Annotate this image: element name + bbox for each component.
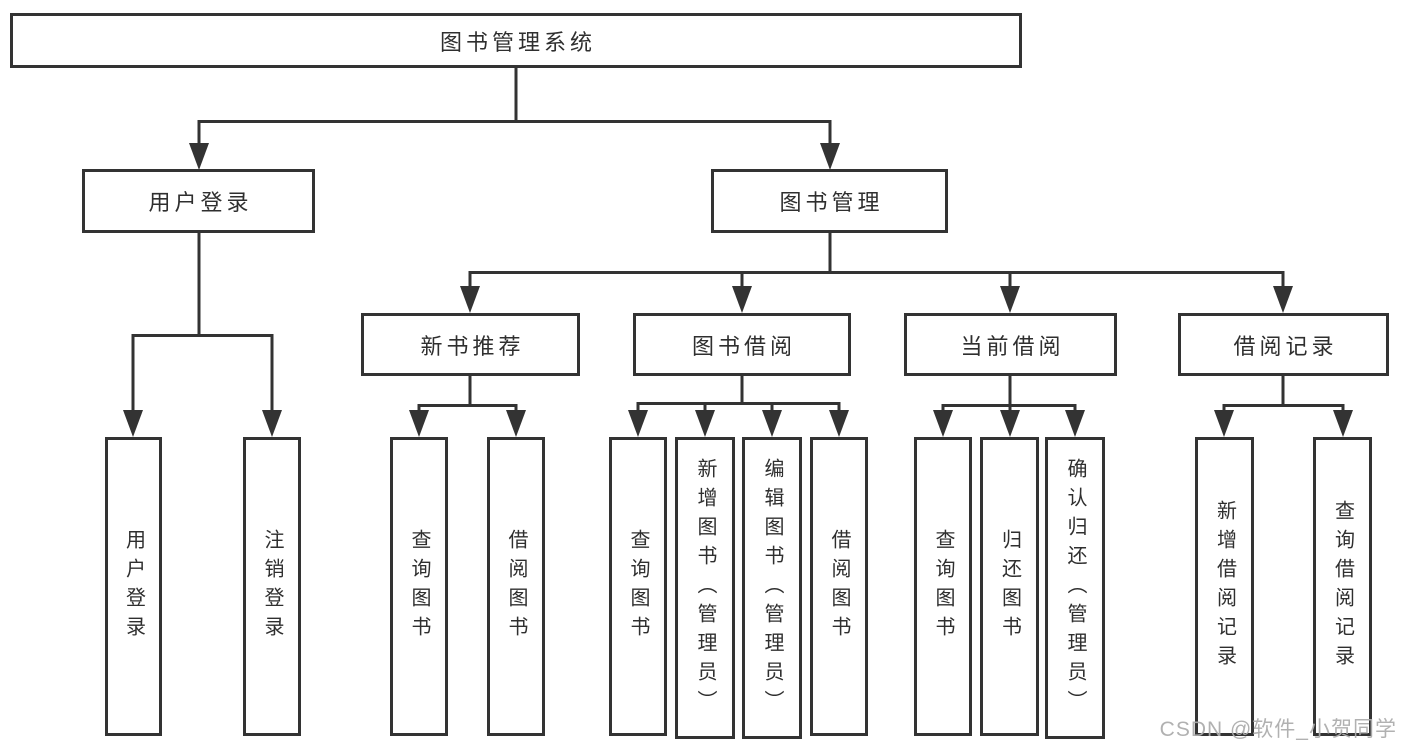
node-label: 用户登录 [148, 190, 253, 215]
node-label: 图书管理 [779, 190, 884, 215]
connector-current-borrowing-branch [941, 376, 1077, 414]
node-current-borrowing: 当前借阅 [904, 313, 1117, 376]
arrow-down-icon [1333, 410, 1353, 437]
node-library-management-system: 图书管理系统 [10, 13, 1022, 68]
leaf-query-books-current: 查询图书 [914, 437, 972, 736]
arrow-down-icon [1000, 410, 1020, 437]
arrow-down-icon [409, 410, 429, 437]
node-label: 新书推荐 [420, 333, 525, 359]
node-label: 用户登录 [122, 528, 145, 645]
leaf-confirm-return-admin: 确认归还（管理员） [1045, 437, 1105, 739]
leaf-borrow-books: 借阅图书 [810, 437, 868, 736]
node-label: 查询图书 [627, 528, 649, 645]
node-book-borrowing: 图书借阅 [633, 313, 851, 376]
connector-book-management-branch [468, 233, 1285, 290]
arrow-down-icon [506, 410, 526, 437]
arrow-down-icon [1000, 286, 1020, 313]
leaf-edit-books-admin: 编辑图书（管理员） [742, 437, 802, 739]
arrow-down-icon [1273, 286, 1293, 313]
leaf-query-borrow-record: 查询借阅记录 [1313, 437, 1372, 736]
node-label: 查询图书 [932, 528, 954, 645]
csdn-watermark: CSDN @软件_小贺同学 [1159, 718, 1397, 741]
node-borrow-records: 借阅记录 [1178, 313, 1389, 376]
arrow-down-icon [732, 286, 752, 313]
leaf-return-books: 归还图书 [980, 437, 1039, 736]
node-label: 确认归还（管理员） [1064, 457, 1086, 719]
node-label: 新增图书（管理员） [694, 457, 716, 719]
node-label: 查询借阅记录 [1331, 499, 1354, 674]
leaf-query-books-recommend: 查询图书 [390, 437, 448, 736]
node-user-login: 用户登录 [82, 169, 315, 233]
leaf-add-borrow-record: 新增借阅记录 [1195, 437, 1254, 736]
arrow-down-icon [628, 410, 648, 437]
leaf-logout: 注销登录 [243, 437, 301, 736]
node-label: 查询图书 [408, 528, 430, 645]
node-label: 图书借阅 [691, 333, 796, 359]
node-new-book-recommendation: 新书推荐 [361, 313, 580, 376]
connector-borrow-records-branch [1222, 376, 1345, 414]
node-label: 借阅图书 [505, 528, 527, 645]
node-label: 借阅记录 [1233, 333, 1338, 359]
node-label: 新增借阅记录 [1213, 499, 1236, 674]
node-label: 图书管理系统 [439, 29, 596, 55]
connector-new-book-branch [417, 376, 518, 414]
arrow-down-icon [762, 410, 782, 437]
connector-user-login-branch [131, 233, 274, 414]
arrow-down-icon [262, 410, 282, 437]
arrow-down-icon [695, 410, 715, 437]
arrow-down-icon [820, 143, 840, 170]
arrow-down-icon [189, 143, 209, 170]
node-book-management: 图书管理 [711, 169, 948, 233]
node-label: 当前借阅 [960, 333, 1065, 359]
arrow-down-icon [123, 410, 143, 437]
leaf-query-books-borrowing: 查询图书 [609, 437, 667, 736]
arrow-down-icon [460, 286, 480, 313]
node-label: 归还图书 [998, 528, 1021, 645]
arrow-down-icon [829, 410, 849, 437]
connector-book-borrowing-branch [636, 376, 841, 414]
node-label: 注销登录 [261, 528, 283, 645]
node-label: 编辑图书（管理员） [761, 457, 783, 719]
arrow-down-icon [1065, 410, 1085, 437]
leaf-user-login: 用户登录 [105, 437, 162, 736]
leaf-borrow-books-recommend: 借阅图书 [487, 437, 545, 736]
arrow-down-icon [933, 410, 953, 437]
connector-root-to-level2 [197, 68, 832, 147]
arrowheads [123, 143, 1353, 437]
arrow-down-icon [1214, 410, 1234, 437]
leaf-add-books-admin: 新增图书（管理员） [675, 437, 735, 739]
node-label: 借阅图书 [828, 528, 850, 645]
